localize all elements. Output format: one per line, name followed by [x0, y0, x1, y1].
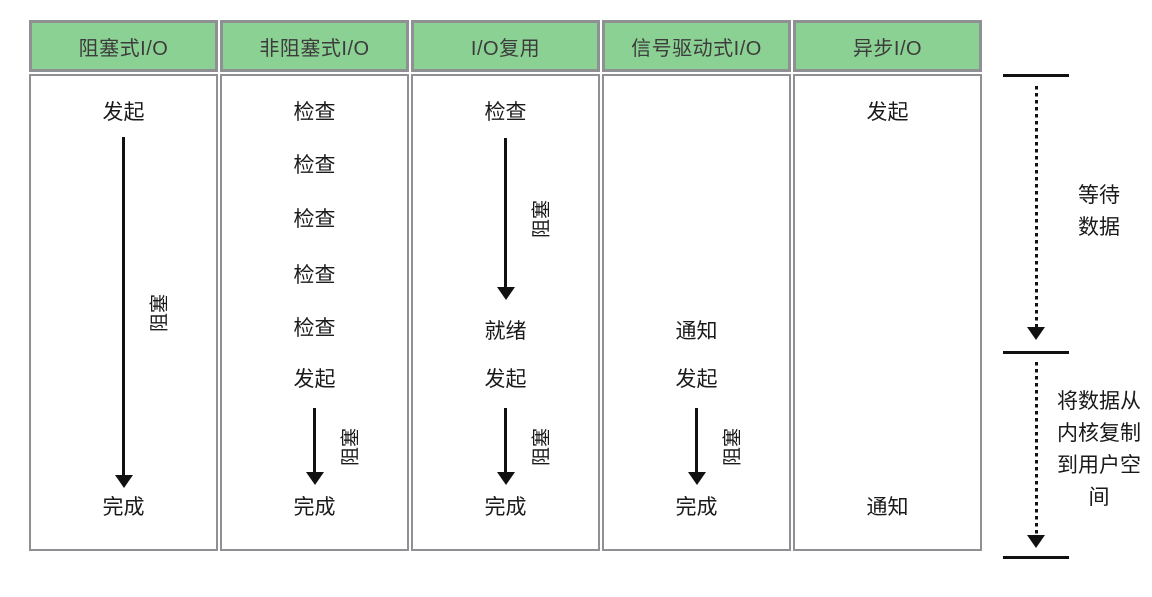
column-body-blocking-io: 发起 阻塞 完成	[29, 74, 218, 551]
step-done: 完成	[293, 496, 336, 519]
step-done: 完成	[102, 496, 145, 519]
blocking-label: 阻塞	[531, 427, 552, 466]
arrow-head	[114, 475, 133, 488]
step-check: 检查	[484, 101, 527, 124]
arrow-shaft	[504, 408, 507, 474]
arrow-shaft	[504, 138, 507, 289]
column-nonblocking-io: 非阻塞式I/O 检查 检查 检查 检查 检查 发起 阻塞 完成	[220, 20, 409, 551]
column-blocking-io: 阻塞式I/O 发起 阻塞 完成	[29, 20, 218, 551]
column-body-io-multiplexing: 检查 阻塞 就绪 发起 阻塞 完成	[411, 74, 600, 551]
arrow-head	[496, 287, 515, 300]
blocking-label: 阻塞	[340, 427, 361, 466]
arrow-head	[496, 472, 515, 485]
column-io-multiplexing: I/O复用 检查 阻塞 就绪 发起 阻塞 完成	[411, 20, 600, 551]
step-ready: 就绪	[484, 320, 527, 343]
step-check: 检查	[293, 317, 336, 340]
step-check: 检查	[293, 101, 336, 124]
step-done: 完成	[484, 496, 527, 519]
column-async-io: 异步I/O 发起 通知	[793, 20, 982, 551]
blocking-label: 阻塞	[531, 199, 552, 239]
arrow-head	[305, 472, 324, 485]
step-check: 检查	[293, 154, 336, 177]
column-header-nonblocking-io: 非阻塞式I/O	[220, 20, 409, 72]
copy-phase-label: 将数据从内核复制到用户空间	[1057, 390, 1141, 509]
column-header-async-io: 异步I/O	[793, 20, 982, 72]
column-signal-driven-io: 信号驱动式I/O 通知 发起 阻塞 完成	[602, 20, 791, 551]
arrow-head	[687, 472, 706, 485]
step-start: 发起	[293, 368, 336, 391]
column-header-io-multiplexing: I/O复用	[411, 20, 600, 72]
arrow-shaft	[1034, 362, 1038, 537]
arrow-head	[1027, 327, 1045, 340]
column-header-signal-driven-io: 信号驱动式I/O	[602, 20, 791, 72]
column-header-blocking-io: 阻塞式I/O	[29, 20, 218, 72]
step-notify: 通知	[866, 496, 909, 519]
phase-tick-bottom	[1003, 556, 1069, 559]
column-body-nonblocking-io: 检查 检查 检查 检查 检查 发起 阻塞 完成	[220, 74, 409, 551]
arrow-shaft	[313, 408, 316, 474]
step-start: 发起	[484, 368, 527, 391]
column-body-signal-driven-io: 通知 发起 阻塞 完成	[602, 74, 791, 551]
blocking-label: 阻塞	[149, 293, 170, 332]
wait-phase-label: 等待数据	[1078, 184, 1120, 239]
arrow-shaft	[122, 137, 125, 477]
step-start: 发起	[102, 101, 145, 124]
arrow-shaft	[1034, 86, 1038, 329]
arrow-head	[1027, 535, 1045, 548]
step-done: 完成	[675, 496, 718, 519]
step-start: 发起	[866, 101, 909, 124]
phase-tick-middle	[1003, 351, 1069, 354]
step-notify: 通知	[675, 320, 718, 343]
phase-tick-top	[1003, 74, 1069, 77]
blocking-label: 阻塞	[722, 427, 743, 466]
step-check: 检查	[293, 264, 336, 287]
io-models-table: 阻塞式I/O 发起 阻塞 完成 非阻塞式I/O 检查 检查 检查 检查 检查 发…	[29, 20, 982, 551]
arrow-shaft	[695, 408, 698, 474]
step-check: 检查	[293, 208, 336, 231]
step-start: 发起	[675, 368, 718, 391]
column-body-async-io: 发起 通知	[793, 74, 982, 551]
